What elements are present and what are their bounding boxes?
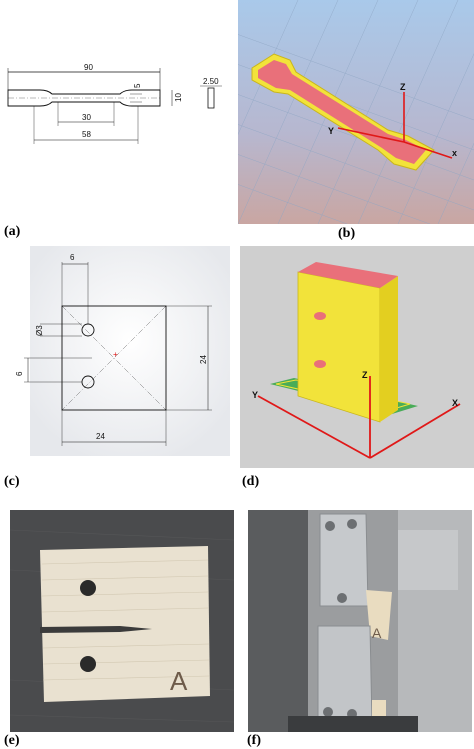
hole-upper-photo [80,580,96,596]
axis-z-label: Z [400,82,406,92]
panel-f-photo: A [248,510,472,732]
dim-hole-diameter: Ø3 [35,325,44,336]
panel-b-render: Z Y x [197,0,474,271]
dim-height: 24 [199,355,208,364]
ct-specimen-drawing: + 6 Ø3 6 24 24 [15,246,230,456]
svg-text:+: + [113,350,118,359]
dim-overall-length: 90 [84,63,93,72]
dim-hole-offset: 6 [70,253,75,262]
panel-a-label: (a) [4,224,21,239]
specimen-mark: A [170,666,188,696]
dim-end-width: 10 [174,93,183,102]
hole-upper-render [314,312,326,320]
axis-y-label: Y [328,126,334,136]
notch-crack [40,626,152,633]
dim-thickness: 2.50 [203,77,219,86]
ct-specimen-photo: A [9,510,235,732]
ct-specimen-3d-render: Z Y X [240,246,474,468]
bolt-1 [325,521,335,531]
axes-triad [257,376,461,459]
axis-x-label: X [452,398,458,408]
axes-triad [337,92,453,159]
panel-c-label: (c) [4,474,20,489]
specimen-mark: A [372,625,382,641]
hole-lower-photo [80,656,96,672]
dim-gauge-length: 30 [82,113,91,122]
bolt-3 [337,593,347,603]
specimen-in-fixture [366,590,392,640]
dim-neck-length: 58 [82,130,91,139]
bolt-2 [347,519,357,529]
test-fixture-photo: A [248,510,472,732]
panel-a-drawing: 90 5 10 30 58 2.50 [0,40,232,170]
dogbone-3d-render: Z Y x [197,0,474,271]
machine-base [288,716,418,732]
dim-neck-width: 5 [133,83,142,88]
block-front-face [297,271,381,423]
axis-y-label: Y [252,390,258,400]
panel-d-render: Z Y X [240,246,474,468]
panel-e-photo: A [9,510,235,732]
panel-f-label: (f) [247,733,261,748]
panel-b-label: (b) [338,226,356,241]
side-view-outline [207,87,215,109]
dim-hole-spacing: 6 [15,371,24,376]
axis-z-label: Z [362,370,368,380]
panel-c-drawing: + 6 Ø3 6 24 24 [0,246,232,468]
block-top-face [298,262,398,288]
panel-e-label: (e) [4,733,20,748]
dogbone-outline [7,89,161,107]
axis-x-label: x [452,148,457,158]
dim-width: 24 [96,432,105,441]
hole-lower-render [314,360,326,368]
panel-d-label: (d) [242,474,260,489]
block-side-face [380,276,398,422]
bolt-4 [323,707,333,717]
dogbone-technical-drawing: 90 5 10 30 58 2.50 [7,63,222,144]
